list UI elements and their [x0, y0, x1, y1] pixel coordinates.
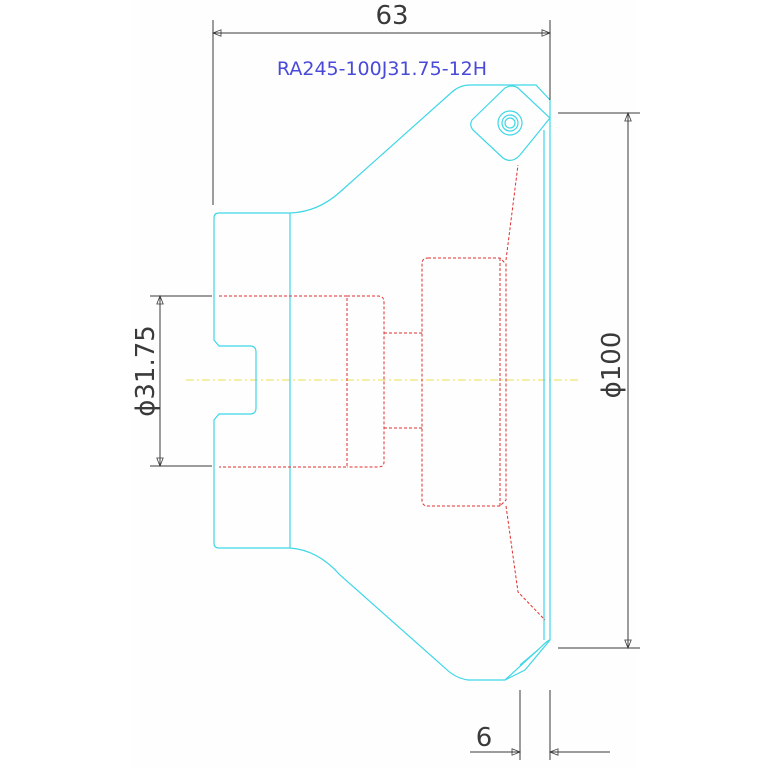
part-number-label: RA245-100J31.75-12H: [277, 58, 487, 80]
overall-length-dim: 63: [375, 1, 408, 31]
body-outline: [213, 84, 551, 681]
outer-diameter-dim: ϕ100: [597, 332, 627, 399]
extension-lines: [150, 20, 640, 760]
right-margin: [637, 0, 767, 767]
left-margin: [0, 0, 130, 767]
bore-diameter-dim: ϕ31.75: [131, 325, 161, 417]
dimension-lines: [156, 29, 632, 756]
hidden-lines: [219, 164, 546, 621]
insert-offset-dim: 6: [476, 723, 493, 753]
